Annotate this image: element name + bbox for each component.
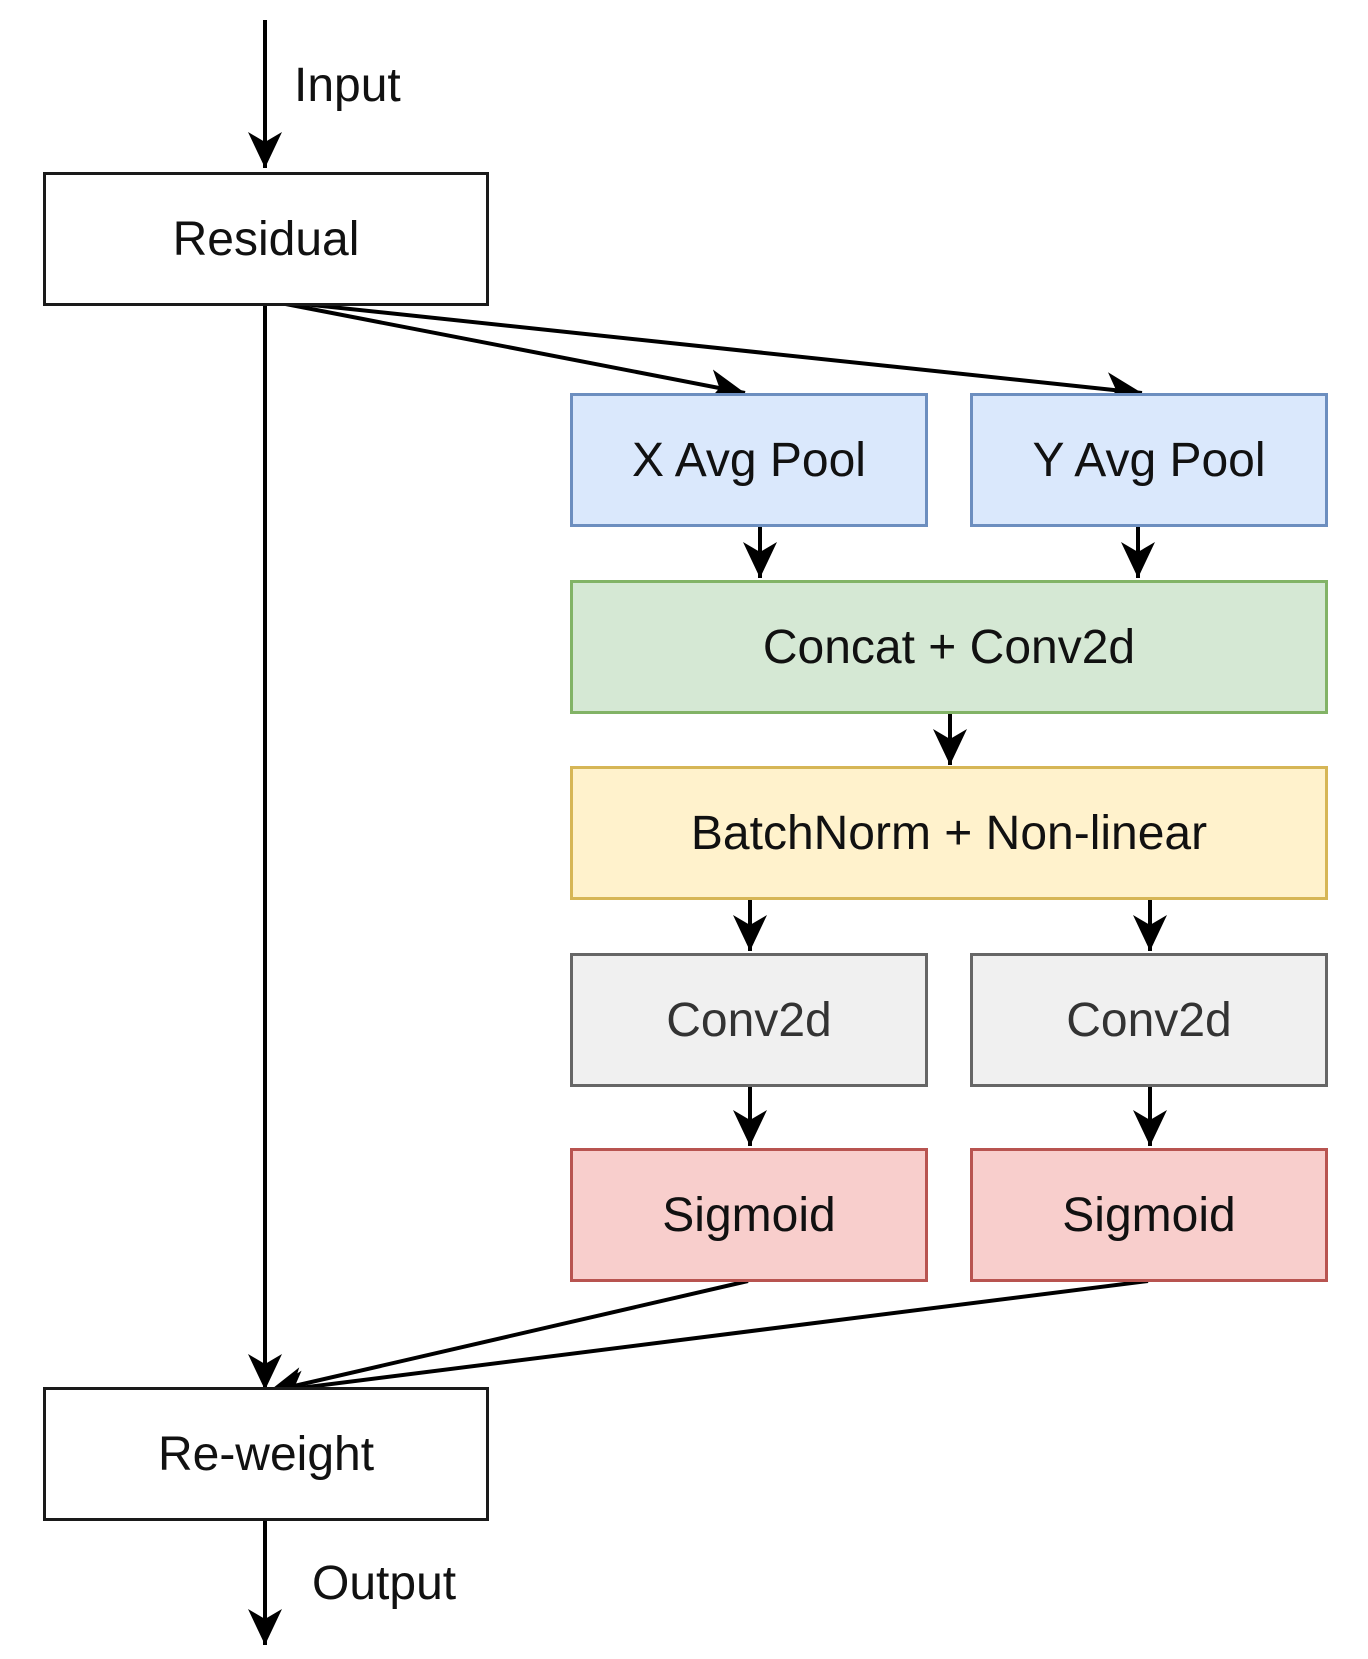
x-avg-pool-node: X Avg Pool (570, 393, 928, 527)
conv2d-right-node: Conv2d (970, 953, 1328, 1087)
arrow-sigmoid-left-to-reweight (267, 1279, 749, 1401)
batchnorm-nonlinear-node: BatchNorm + Non-linear (570, 766, 1328, 900)
conv2d-left-node: Conv2d (570, 953, 928, 1087)
y-avg-pool-node: Y Avg Pool (970, 393, 1328, 527)
sigmoid-right-node: Sigmoid (970, 1148, 1328, 1282)
concat-conv2d-node: Concat + Conv2d (570, 580, 1328, 714)
arrow-residual-to-y-avg-pool (264, 298, 1143, 407)
input-label: Input (294, 59, 401, 112)
arrow-residual-to-x-avg-pool (264, 298, 746, 403)
output-label: Output (312, 1557, 457, 1610)
arrow-sigmoid-right-to-reweight (267, 1279, 1149, 1405)
residual-node: Residual (43, 172, 489, 306)
sigmoid-left-node: Sigmoid (570, 1148, 928, 1282)
reweight-node: Re-weight (43, 1387, 489, 1521)
